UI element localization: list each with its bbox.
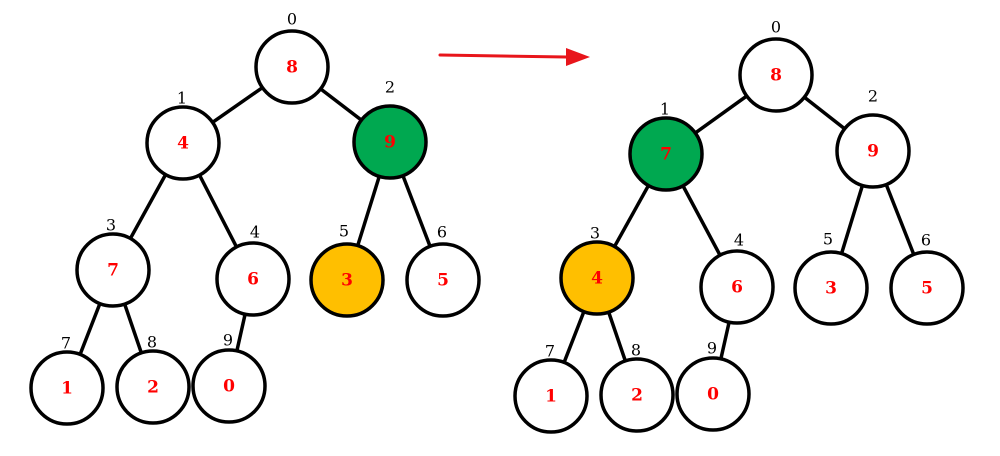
tree-node: 35 [793, 230, 869, 326]
node-value: 5 [437, 271, 449, 291]
node-circle [215, 241, 291, 317]
node-index: 7 [545, 342, 555, 361]
tree-node: 64 [699, 231, 775, 325]
node-circle [835, 113, 911, 189]
node-value: 7 [660, 145, 672, 165]
node-index: 3 [106, 216, 116, 235]
node-circle [405, 242, 481, 318]
tree-node: 80 [738, 18, 814, 113]
node-index: 2 [385, 78, 395, 97]
node-index: 5 [823, 230, 833, 249]
node-value: 4 [591, 269, 603, 289]
node-index: 2 [868, 87, 878, 106]
node-index: 8 [147, 333, 157, 352]
node-value: 6 [247, 270, 259, 290]
tree-node: 09 [675, 339, 751, 432]
node-index: 0 [771, 18, 781, 37]
node-value: 1 [545, 387, 557, 407]
node-circle [699, 249, 775, 325]
node-value: 0 [707, 385, 719, 405]
tree-node: 56 [405, 223, 481, 318]
arrow-head-icon [566, 48, 590, 66]
node-value: 2 [631, 386, 643, 406]
node-circle [254, 29, 330, 105]
node-value: 2 [147, 378, 159, 398]
tree-node: 17 [513, 342, 589, 434]
tree-node: 92 [352, 78, 428, 180]
node-index: 4 [734, 231, 744, 250]
tree-node: 17 [29, 334, 105, 426]
tree-node: 92 [835, 87, 911, 189]
node-value: 8 [286, 58, 298, 78]
node-value: 8 [770, 66, 782, 86]
node-circle [889, 250, 965, 326]
tree-node: 43 [559, 224, 635, 316]
node-circle [628, 116, 704, 192]
tree-node: 64 [215, 223, 291, 317]
node-value: 7 [107, 261, 119, 281]
node-value: 9 [867, 142, 879, 162]
node-value: 6 [731, 278, 743, 298]
node-index: 6 [437, 223, 447, 242]
tree-node: 41 [145, 89, 221, 181]
tree-node: 09 [191, 331, 267, 424]
node-index: 3 [590, 224, 600, 243]
node-index: 8 [631, 341, 641, 360]
node-circle [599, 357, 675, 433]
node-circle [352, 104, 428, 180]
node-value: 3 [341, 271, 353, 291]
tree-node: 28 [599, 341, 675, 433]
node-circle [738, 37, 814, 113]
tree-node: 71 [628, 100, 704, 192]
node-value: 3 [825, 279, 837, 299]
node-circle [793, 250, 869, 326]
tree-node: 80 [254, 10, 330, 105]
node-value: 9 [384, 133, 396, 153]
node-circle [191, 348, 267, 424]
transition-arrow [438, 53, 568, 59]
node-circle [75, 232, 151, 308]
tree-node: 73 [75, 216, 151, 308]
tree-node: 56 [889, 231, 965, 326]
node-index: 7 [61, 334, 71, 353]
node-index: 5 [339, 222, 349, 241]
node-index: 1 [660, 100, 670, 119]
node-index: 0 [287, 10, 297, 29]
node-circle [145, 105, 221, 181]
node-index: 9 [707, 339, 717, 358]
node-value: 5 [921, 279, 933, 299]
node-circle [115, 349, 191, 425]
tree-node: 28 [115, 333, 191, 425]
node-index: 4 [250, 223, 260, 242]
node-circle [309, 242, 385, 318]
node-circle [559, 240, 635, 316]
node-index: 9 [223, 331, 233, 350]
node-index: 6 [921, 231, 931, 250]
tree-node: 35 [309, 222, 385, 318]
node-value: 0 [223, 377, 235, 397]
node-value: 4 [177, 134, 189, 154]
node-circle [513, 358, 589, 434]
node-circle [29, 350, 105, 426]
node-index: 1 [177, 89, 187, 108]
node-value: 1 [61, 379, 73, 399]
node-circle [675, 356, 751, 432]
